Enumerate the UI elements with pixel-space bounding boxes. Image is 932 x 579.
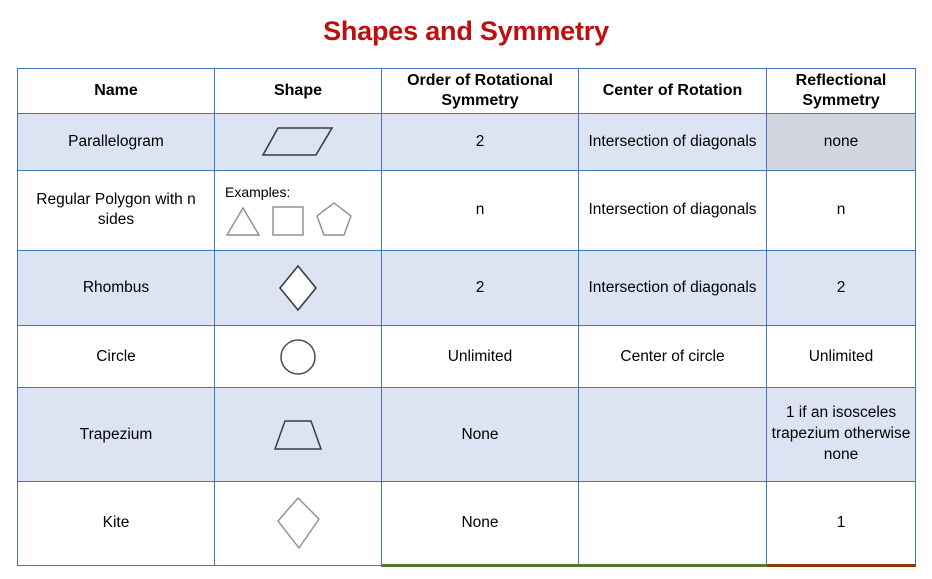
- cell-reflectional: Unlimited: [766, 325, 916, 389]
- table-row: Circle Unlimited Center of circle Unlimi…: [17, 325, 916, 389]
- trapezium-shape: [272, 417, 324, 453]
- kite-shape: [274, 495, 322, 551]
- table-row: Regular Polygon with n sides Examples:: [17, 169, 916, 251]
- cell-shape: [214, 249, 382, 327]
- table-header-row: Name Shape Order of Rotational Symmetry …: [17, 68, 916, 114]
- page-title: Shapes and Symmetry: [323, 16, 609, 46]
- cell-center: [578, 387, 767, 482]
- column-header-shape: Shape: [214, 68, 382, 114]
- cell-shape: Examples:: [214, 169, 382, 251]
- column-header-name: Name: [17, 68, 215, 114]
- cell-name: Trapezium: [17, 387, 215, 482]
- cell-shape: [214, 113, 382, 171]
- cell-name: Rhombus: [17, 249, 215, 327]
- table-row: Trapezium None 1 if an isosceles trapezi…: [17, 387, 916, 482]
- cell-reflectional: 2: [766, 249, 916, 327]
- cell-order: 2: [381, 249, 579, 327]
- cell-order: Unlimited: [381, 325, 579, 389]
- cell-name: Circle: [17, 325, 215, 389]
- table-row: Rhombus 2 Intersection of diagonals 2: [17, 249, 916, 327]
- cell-shape: [214, 325, 382, 389]
- cell-order: None: [381, 387, 579, 482]
- triangle-shape: [225, 205, 261, 237]
- rhombus-shape: [277, 263, 319, 313]
- cell-name: Regular Polygon with n sides: [17, 169, 215, 251]
- cell-reflectional: n: [766, 169, 916, 251]
- cell-center: Intersection of diagonals: [578, 169, 767, 251]
- cell-reflectional: 1 if an isosceles trapezium otherwise no…: [766, 387, 916, 482]
- shapes-symmetry-table: Name Shape Order of Rotational Symmetry …: [17, 68, 916, 568]
- cell-name: Kite: [17, 480, 215, 567]
- cell-order: 2: [381, 113, 579, 171]
- parallelogram-shape: [261, 124, 335, 160]
- column-header-center-of-rotation: Center of Rotation: [578, 68, 767, 114]
- regular-polygon-examples: Examples:: [219, 184, 377, 237]
- cell-shape: [214, 387, 382, 482]
- cell-center: [578, 480, 767, 568]
- column-header-reflectional-symmetry: Reflectional Symmetry: [766, 68, 916, 114]
- pentagon-shape: [315, 201, 353, 237]
- cell-center: Center of circle: [578, 325, 767, 389]
- cell-shape: [214, 480, 382, 567]
- cell-name: Parallelogram: [17, 113, 215, 171]
- table-row: Parallelogram 2 Intersection of diagonal…: [17, 113, 916, 171]
- cell-center: Intersection of diagonals: [578, 249, 767, 327]
- cell-order: None: [381, 480, 579, 568]
- symmetry-table-container: Name Shape Order of Rotational Symmetry …: [17, 68, 916, 568]
- cell-reflectional: none: [766, 113, 916, 171]
- cell-order: n: [381, 169, 579, 251]
- table-row: Kite None 1: [17, 480, 916, 568]
- cell-reflectional: 1: [766, 480, 916, 568]
- square-shape: [271, 205, 305, 237]
- column-header-order-of-rotational-symmetry: Order of Rotational Symmetry: [381, 68, 579, 114]
- circle-shape: [278, 337, 318, 377]
- cell-center: Intersection of diagonals: [578, 113, 767, 171]
- examples-label: Examples:: [225, 183, 291, 200]
